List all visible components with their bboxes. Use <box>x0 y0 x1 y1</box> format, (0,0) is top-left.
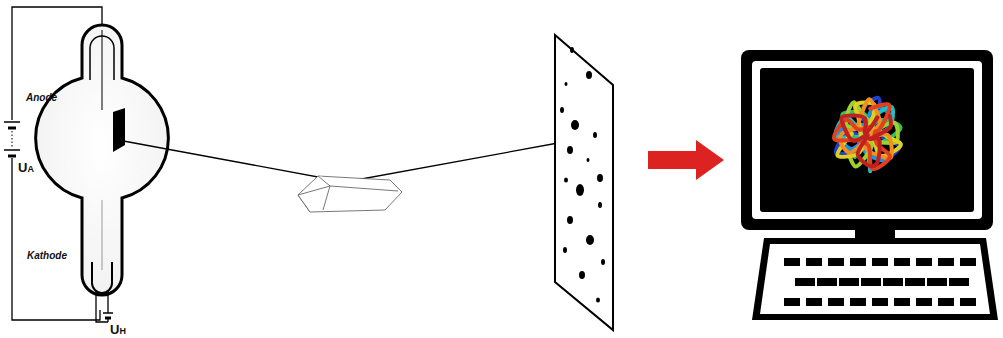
keyboard-key <box>839 278 859 286</box>
keyboard-key <box>828 258 844 266</box>
diffraction-spot <box>560 107 564 113</box>
keyboard-key <box>872 258 888 266</box>
keyboard-key <box>806 298 822 306</box>
x-ray-beam <box>118 140 558 182</box>
protein-ribbon <box>834 104 890 169</box>
computer <box>741 50 998 320</box>
x-ray-tube <box>36 25 169 306</box>
diffraction-spot <box>565 82 568 86</box>
keyboard-key <box>938 258 954 266</box>
keyboard-key <box>784 298 800 306</box>
diffraction-spot <box>597 174 603 182</box>
diffraction-spot <box>563 247 567 253</box>
diffraction-spot <box>570 47 574 53</box>
keyboard-key <box>938 298 954 306</box>
electrode-label: Anode <box>26 92 57 103</box>
cathode-filament <box>92 262 112 293</box>
keyboard-key <box>883 278 903 286</box>
diffraction-spot <box>593 132 597 138</box>
keyboard-key <box>894 258 910 266</box>
detector-screen <box>555 35 613 330</box>
heater-battery <box>96 306 113 322</box>
battery-symbol <box>4 122 20 156</box>
diffraction-spot <box>586 235 594 245</box>
keyboard-key <box>828 298 844 306</box>
keyboard-key <box>817 278 837 286</box>
keyboard-key <box>795 278 815 286</box>
keyboard-key <box>784 258 800 266</box>
diffraction-spot <box>571 120 579 130</box>
diffraction-spot <box>567 146 573 154</box>
voltage-label: UH <box>110 322 126 337</box>
diffraction-spot <box>564 178 568 183</box>
keyboard-key <box>960 258 976 266</box>
crystal <box>298 176 402 212</box>
diffraction-spot <box>601 259 605 265</box>
keyboard-key <box>850 258 866 266</box>
diffraction-spot <box>576 184 584 196</box>
anode-target <box>113 108 125 152</box>
voltage-label: UA <box>18 160 34 175</box>
diffraction-spot <box>586 71 592 79</box>
keyboard-key <box>806 258 822 266</box>
keyboard-key <box>916 258 932 266</box>
keyboard-key <box>960 298 976 306</box>
keyboard-key <box>850 298 866 306</box>
keyboard-key <box>872 298 888 306</box>
keyboard-key <box>905 278 925 286</box>
keyboard-key <box>894 298 910 306</box>
process-arrow <box>648 140 724 180</box>
electrode-label: Kathode <box>27 250 67 261</box>
diffraction-spot <box>579 271 585 279</box>
diffraction-spot <box>598 202 602 208</box>
keyboard-key <box>949 278 969 286</box>
diffraction-spot <box>596 298 600 303</box>
diffraction-spot <box>587 158 590 162</box>
diffraction-spot <box>567 216 573 224</box>
keyboard-key <box>916 298 932 306</box>
keyboard-key <box>861 278 881 286</box>
protein-ribbon <box>841 116 891 167</box>
keyboard-key <box>927 278 947 286</box>
